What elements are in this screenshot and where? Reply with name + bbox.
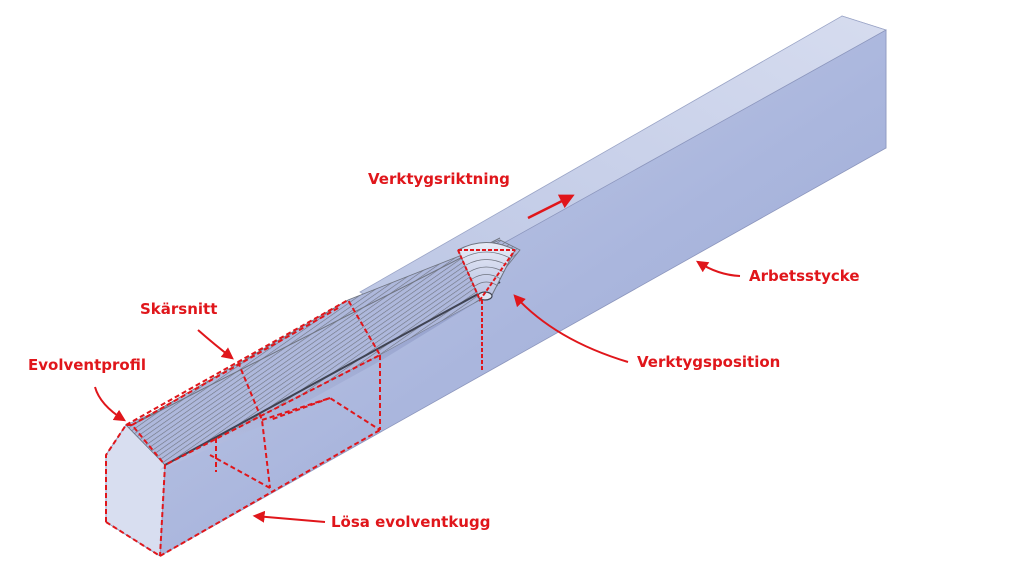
leader-involute-profile (94, 386, 127, 422)
leader-cutting-pass (197, 329, 234, 360)
label-tool-direction: Verktygsriktning (368, 170, 510, 188)
workpiece-side-face (105, 29, 887, 557)
leader-loose-tooth (252, 510, 326, 523)
tooth-section-1 (237, 361, 271, 489)
groove-top-edge (131, 237, 501, 426)
tool-direction-arrow (527, 194, 575, 220)
annotation-outlines (105, 249, 516, 557)
label-tool-position: Verktygsposition (637, 353, 781, 371)
leader-workpiece (695, 260, 741, 277)
leader-arrows (94, 260, 741, 523)
label-cutting-pass: Skärsnitt (140, 300, 218, 318)
tool-rings (462, 251, 511, 287)
leader-tool-position (513, 294, 629, 363)
groove-edge-line (164, 281, 501, 466)
involute-profile-outline (105, 424, 167, 557)
workpiece (105, 15, 887, 557)
label-involute-profile: Evolventprofil (28, 356, 146, 374)
tool-position-outline (457, 249, 516, 303)
label-loose-involute-tooth: Lösa evolventkugg (331, 513, 491, 531)
label-workpiece: Arbetsstycke (749, 267, 860, 285)
